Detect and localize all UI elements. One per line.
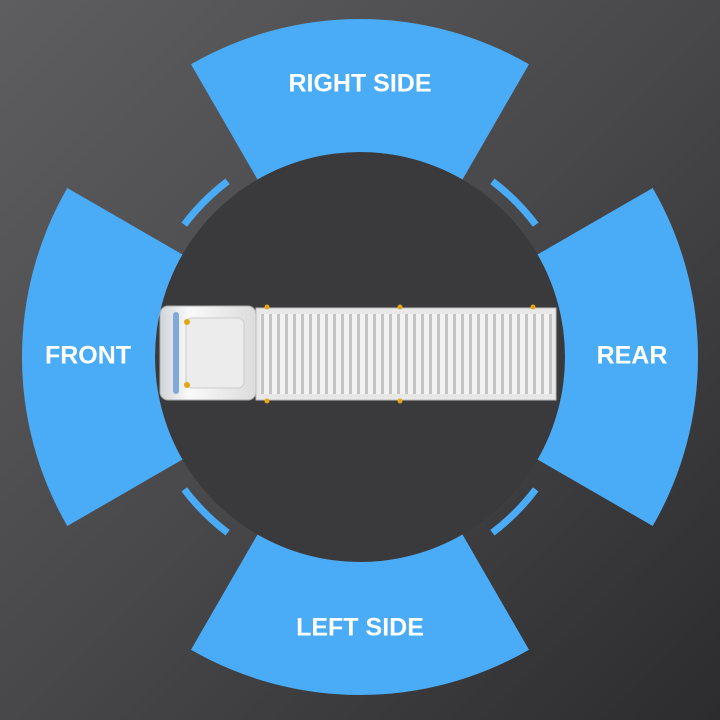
divider-arc: [181, 178, 230, 227]
divider-arc: [181, 487, 230, 536]
right-side-label: RIGHT SIDE: [288, 70, 431, 98]
rear-zone: [537, 188, 699, 526]
divider-arc: [490, 487, 539, 536]
left-side-zone: [191, 534, 529, 695]
left-side-label: LEFT SIDE: [296, 614, 424, 642]
truck-top-view-icon: [159, 304, 557, 404]
rear-label: REAR: [597, 342, 668, 370]
right-side-zone: [191, 18, 529, 180]
divider-arc: [490, 178, 539, 227]
front-zone: [21, 188, 183, 526]
front-label: FRONT: [45, 342, 131, 370]
